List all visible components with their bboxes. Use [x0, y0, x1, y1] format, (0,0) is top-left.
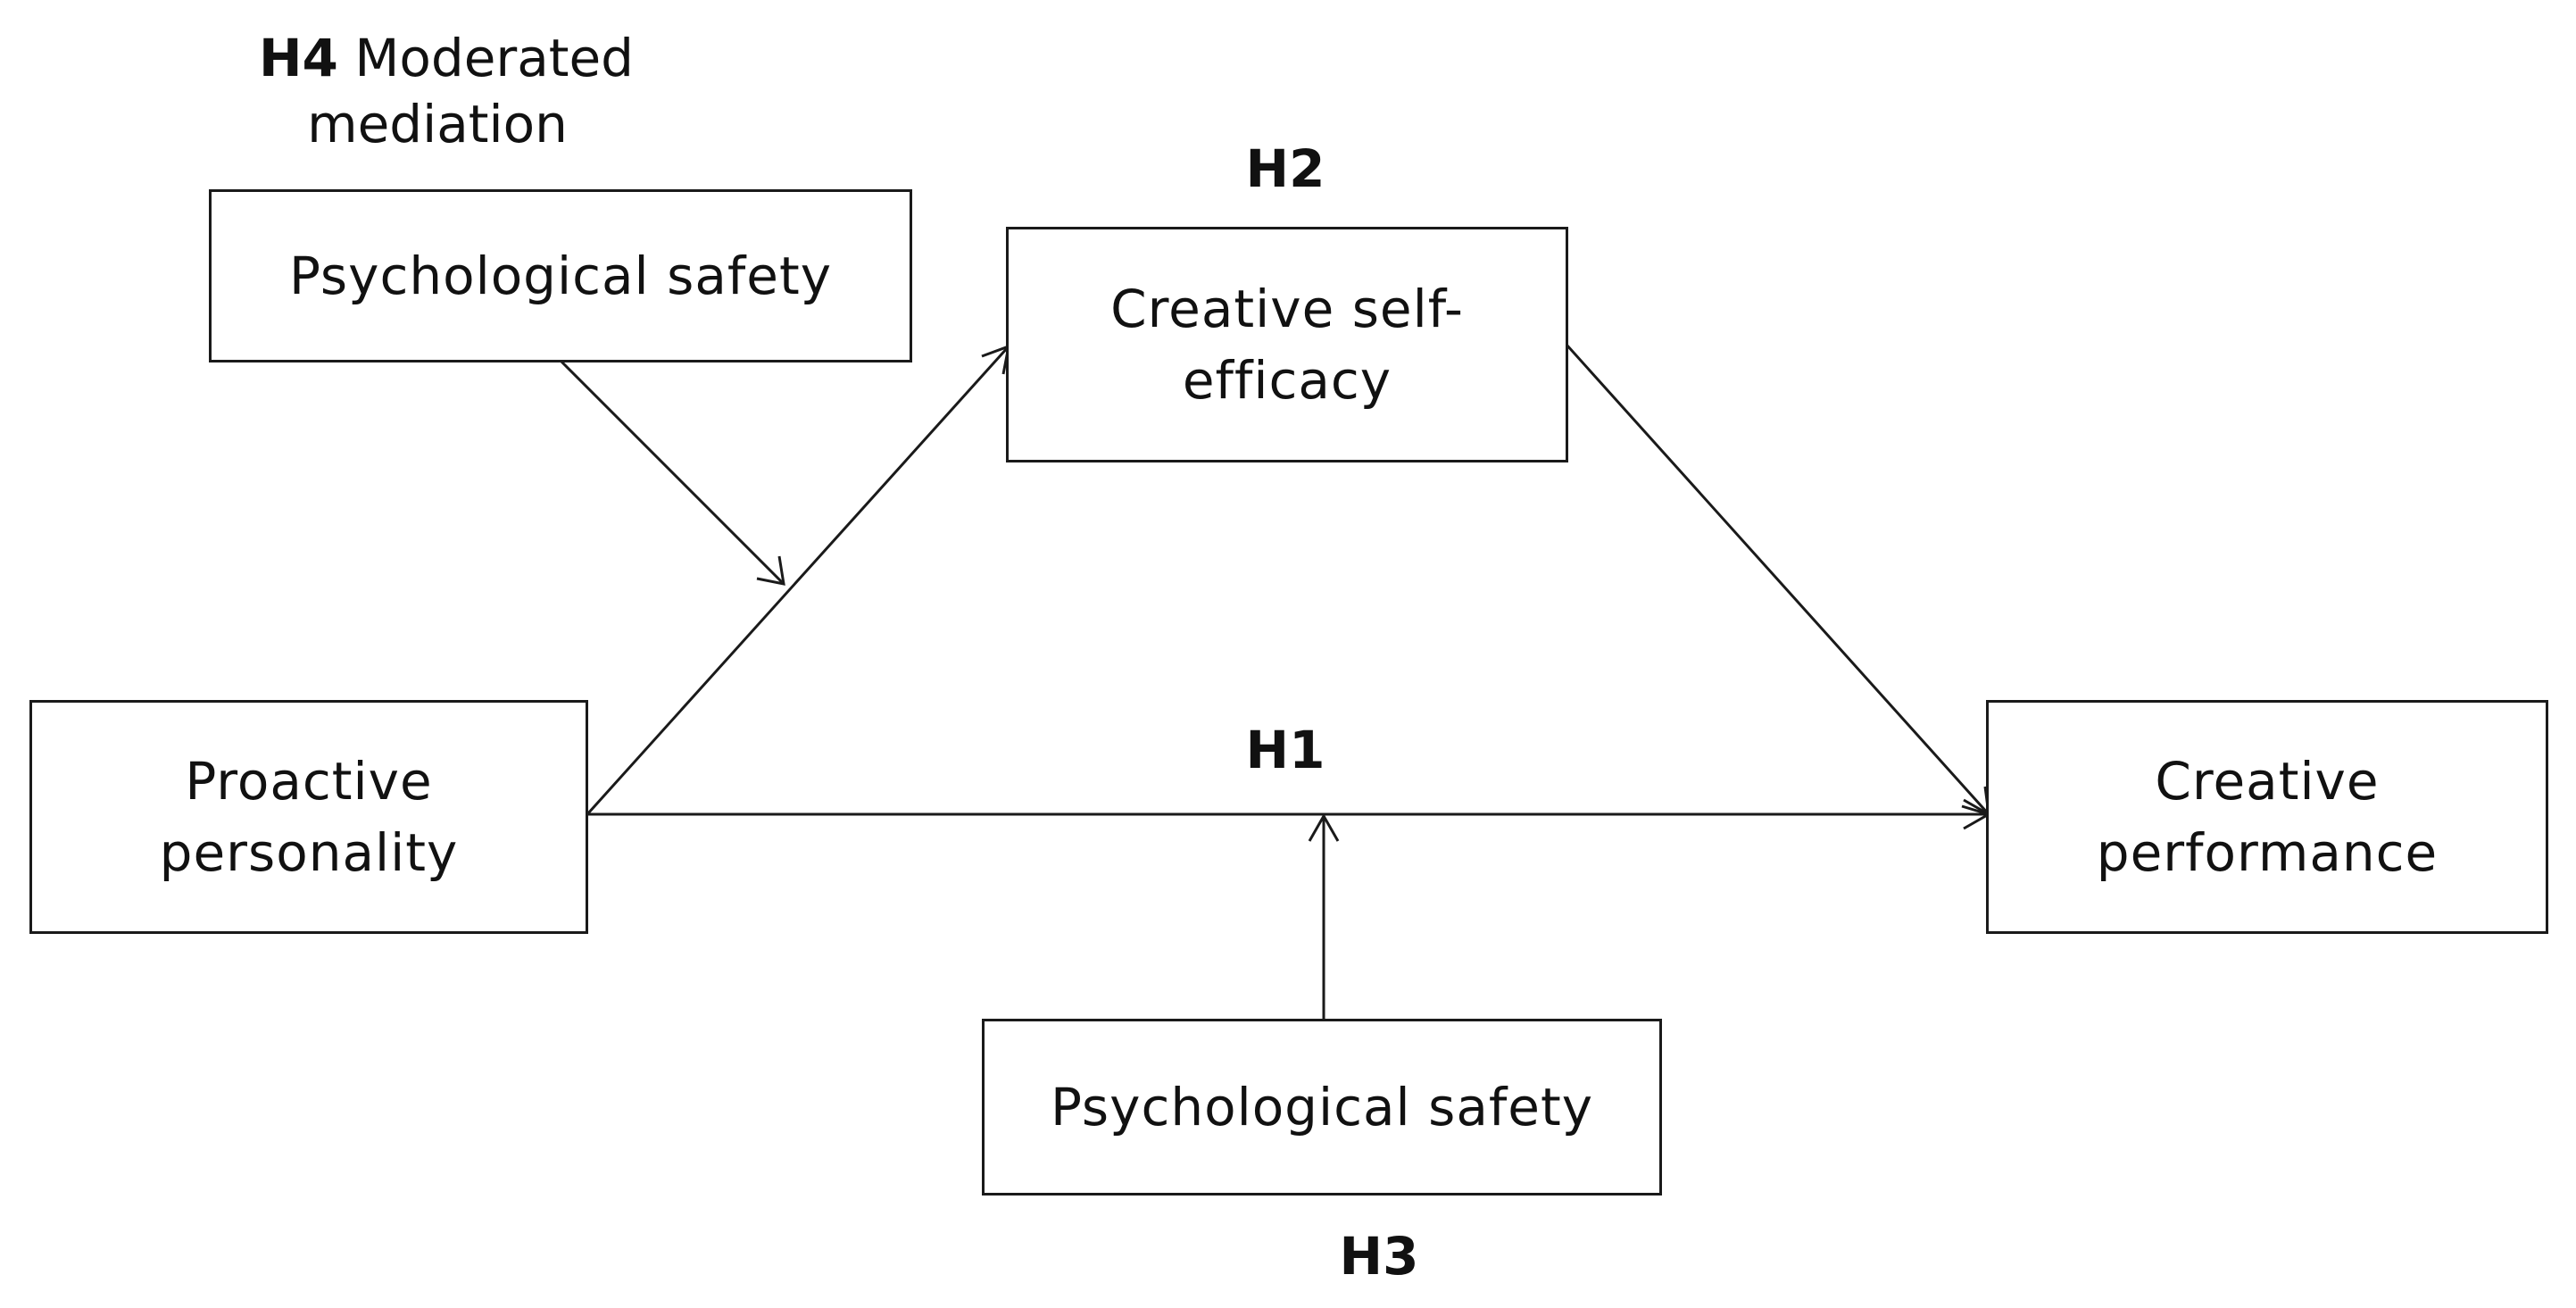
label-h4-line2: mediation — [307, 94, 568, 154]
label-h4-moderated: Moderated — [354, 28, 634, 88]
label-proactive-personality: Proactive personality — [159, 751, 459, 883]
box-psychological-safety-top: Psychological safety — [209, 189, 912, 362]
arrow-moderation-top — [559, 359, 785, 586]
arrow-h1 — [587, 798, 1992, 830]
arrow-moderation-bottom — [1308, 812, 1340, 1021]
box-proactive-personality: Proactive personality — [29, 700, 588, 934]
label-h3-text: H3 — [1339, 1226, 1419, 1287]
label-h1: H1 — [1196, 717, 1375, 783]
label-h3: H3 — [1290, 1223, 1468, 1289]
label-h2: H2 — [1196, 136, 1375, 202]
box-creative-self-efficacy: Creative self- efficacy — [1006, 227, 1568, 462]
label-h2-text: H2 — [1245, 138, 1325, 199]
label-psychological-safety-top: Psychological safety — [288, 246, 833, 306]
box-psychological-safety-bottom: Psychological safety — [982, 1019, 1662, 1196]
arrow-proactive-to-efficacy — [586, 344, 1010, 816]
label-h4-block: H4 Moderated mediation — [179, 25, 714, 157]
arrow-efficacy-to-performance — [1565, 343, 1990, 817]
label-h1-text: H1 — [1245, 720, 1325, 780]
label-h4: H4 — [259, 28, 338, 88]
box-creative-performance: Creative performance — [1986, 700, 2548, 934]
label-psychological-safety-bottom: Psychological safety — [1050, 1077, 1594, 1137]
label-h4-line1: H4 Moderated — [179, 25, 714, 91]
label-creative-performance: Creative performance — [2096, 751, 2439, 883]
label-creative-self-efficacy: Creative self- efficacy — [1110, 279, 1464, 411]
